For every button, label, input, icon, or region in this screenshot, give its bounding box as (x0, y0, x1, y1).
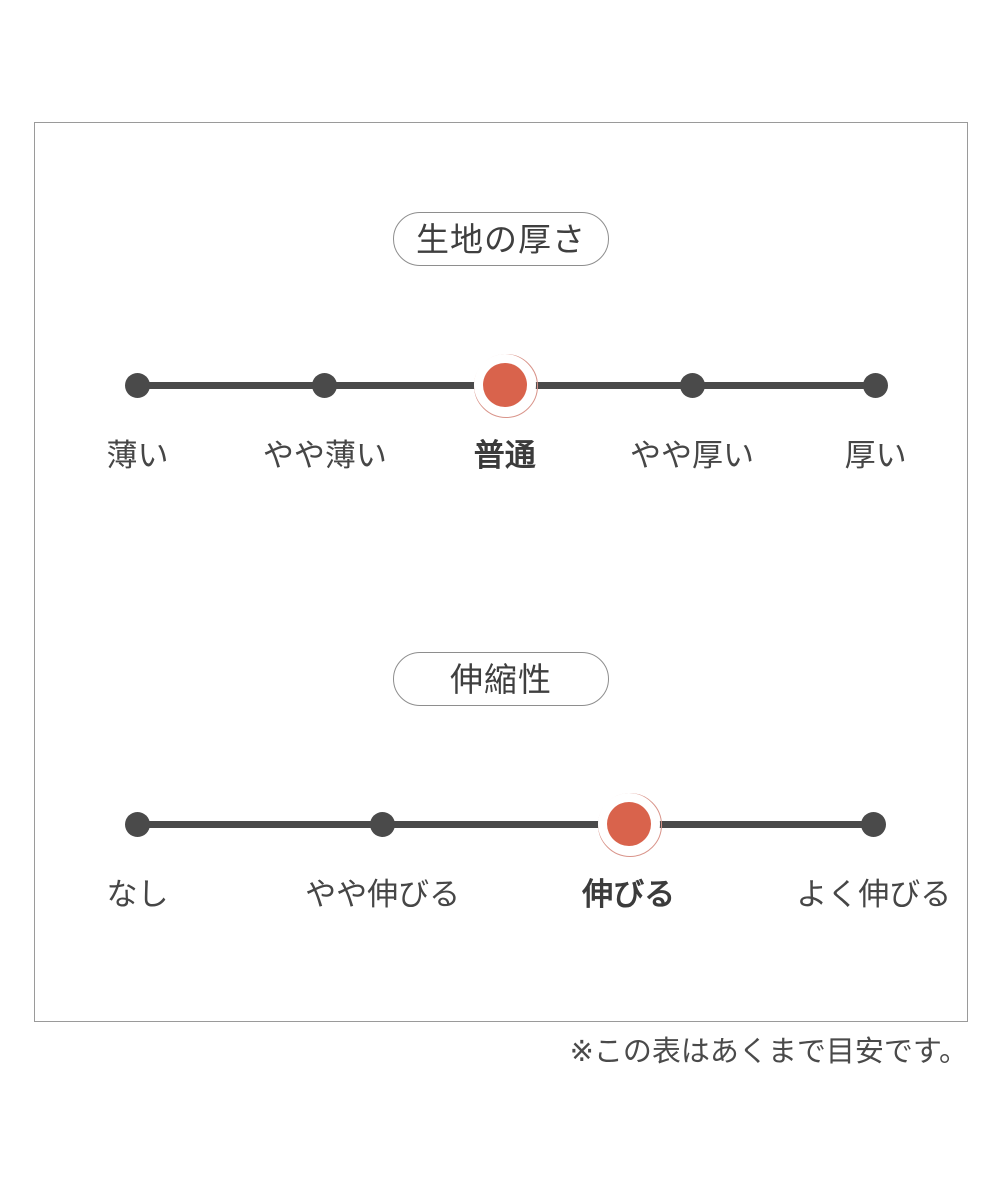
scale-label-very-stretch: よく伸びる (796, 877, 952, 912)
scale-node-slightly-stretch[interactable]: やや伸びる (305, 796, 461, 912)
scale-dot-slightly-stretch (355, 796, 411, 852)
scale-label-normal: 普通 (473, 438, 536, 473)
scale-label-slightly-thin: やや薄い (262, 438, 387, 473)
scale-node-thin[interactable]: 薄い (63, 357, 213, 471)
pill-stretch-label: 伸縮性 (450, 660, 552, 698)
scale-stretch: なし やや伸びる 伸びる (35, 793, 967, 926)
chart-footnote: ※この表はあくまで目安です。 (569, 1036, 968, 1068)
section-title-thickness: 生地の厚さ (35, 212, 967, 266)
scale-dot-none (110, 796, 166, 852)
scale-label-slightly-thick: やや厚い (630, 438, 755, 473)
scale-node-very-stretch[interactable]: よく伸びる (796, 796, 952, 912)
section-title-stretch: 伸縮性 (35, 652, 967, 706)
scale-dot-slightly-thin (297, 357, 353, 413)
scale-node-slightly-thin[interactable]: やや薄い (250, 357, 400, 471)
dot-icon (861, 811, 887, 837)
halo-ring-icon (597, 793, 662, 857)
scale-node-normal[interactable]: 普通 (430, 354, 580, 473)
scale-dot-very-stretch (846, 796, 902, 852)
dot-icon (125, 372, 151, 398)
scale-stretch-track (138, 821, 869, 828)
scale-dot-thick (848, 357, 904, 413)
scale-dot-stretch (597, 793, 662, 857)
scale-stretch-nodes: なし やや伸びる 伸びる (35, 793, 967, 926)
pill-thickness-label: 生地の厚さ (416, 220, 586, 258)
halo-ring-icon (473, 354, 538, 418)
scale-label-none: なし (106, 877, 169, 912)
scale-label-stretch: 伸びる (582, 877, 676, 912)
scale-node-thick[interactable]: 厚い (801, 357, 951, 471)
dot-icon (679, 372, 705, 398)
scale-thickness-nodes: 薄い やや薄い 普通 (35, 354, 967, 487)
scale-dot-slightly-thick (664, 357, 720, 413)
dot-icon (370, 811, 396, 837)
dot-icon (125, 811, 151, 837)
dot-icon-selected (482, 363, 527, 407)
spec-frame: 生地の厚さ 薄い やや薄い (34, 122, 968, 1022)
dot-icon (312, 372, 338, 398)
scale-dot-thin (110, 357, 166, 413)
pill-stretch: 伸縮性 (393, 652, 609, 706)
pill-thickness: 生地の厚さ (393, 212, 609, 266)
scale-node-none[interactable]: なし (63, 796, 213, 910)
scale-label-thin: 薄い (106, 438, 169, 473)
scale-dot-normal (473, 354, 538, 418)
dot-icon (863, 372, 889, 398)
scale-thickness: 薄い やや薄い 普通 (35, 354, 967, 487)
scale-label-slightly-stretch: やや伸びる (305, 877, 461, 912)
scale-node-slightly-thick[interactable]: やや厚い (617, 357, 767, 471)
dot-icon-selected (606, 802, 651, 846)
scale-label-thick: 厚い (844, 438, 907, 473)
scale-node-stretch[interactable]: 伸びる (554, 793, 704, 912)
